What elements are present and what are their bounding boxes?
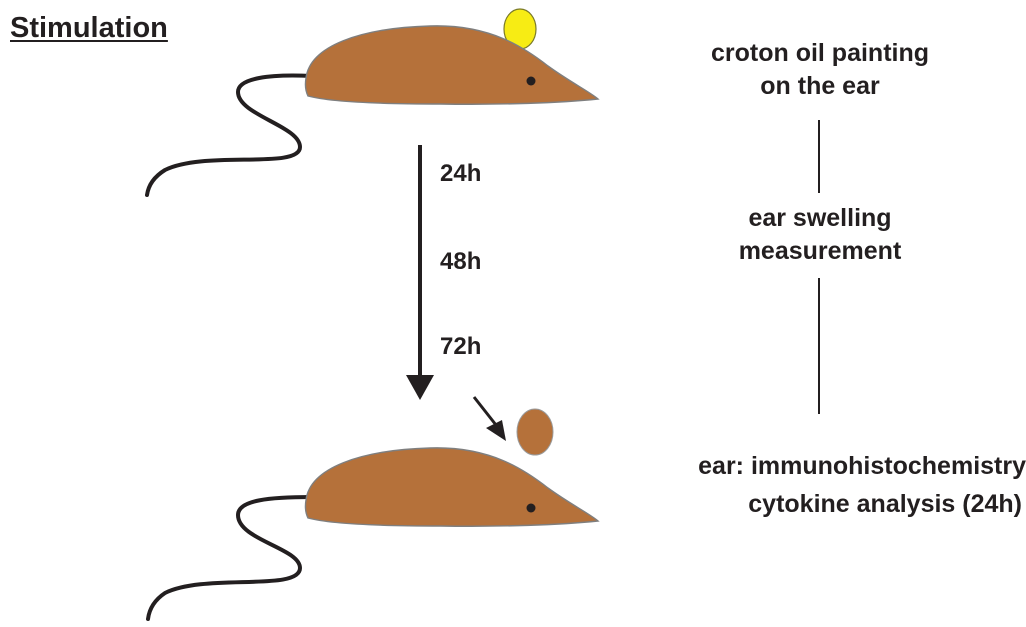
mouse-top-tail — [147, 76, 312, 195]
ear-pointer-arrow — [474, 397, 506, 441]
mouse-bottom-tail — [148, 497, 312, 619]
mouse-top-eye — [527, 77, 536, 86]
step-stimulation: croton oil painting on the ear — [640, 37, 1000, 103]
step-measurement: ear swelling measurement — [640, 202, 1000, 268]
step-measurement-line: measurement — [640, 235, 1000, 268]
step-measurement-line: ear swelling — [640, 202, 1000, 235]
timeline-arrow — [406, 145, 434, 400]
page-title: Stimulation — [10, 14, 168, 43]
timepoint-label: 48h — [440, 250, 481, 274]
timepoint-label: 72h — [440, 335, 481, 359]
ear-removed-icon — [517, 409, 553, 455]
step-analysis-line: cytokine analysis (24h) — [612, 485, 1026, 523]
step-stimulation-line: croton oil painting — [640, 37, 1000, 70]
mouse-top-body — [305, 26, 598, 104]
mouse-top — [147, 9, 598, 195]
step-stimulation-line: on the ear — [640, 70, 1000, 103]
mouse-bottom — [148, 448, 598, 619]
step-analysis-line: ear: immunohistochemistry — [612, 447, 1026, 485]
timepoint-label: 24h — [440, 162, 481, 186]
step-analysis: ear: immunohistochemistry cytokine analy… — [612, 447, 1026, 523]
mouse-bottom-body — [305, 448, 598, 526]
mouse-bottom-eye — [527, 504, 536, 513]
